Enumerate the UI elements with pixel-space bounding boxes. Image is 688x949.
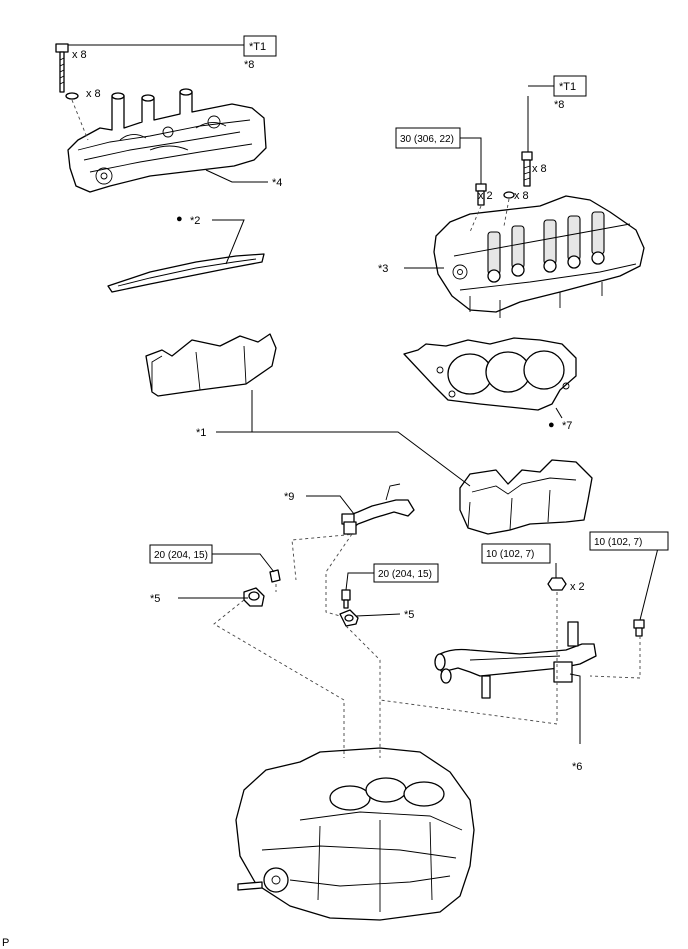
callout-4: *4 <box>272 177 282 189</box>
knock-sensor-right <box>339 609 359 627</box>
water-pipe-bolt <box>633 619 645 637</box>
left-head-bolt <box>55 43 69 93</box>
page-code: P <box>2 937 9 949</box>
t1-box-right: *T1 <box>559 81 576 93</box>
torque-pipe-bolt: 10 (102, 7) <box>594 537 642 548</box>
callout-8-left: *8 <box>244 59 254 71</box>
torque-knock-left: 20 (204, 15) <box>154 550 208 561</box>
right-cylinder-head <box>433 195 645 318</box>
qty-right-washer-8: x 8 <box>514 190 529 202</box>
callout-6: *6 <box>572 761 582 773</box>
callout-9: *9 <box>284 491 294 503</box>
qty-right-bolt-2: x 2 <box>478 190 493 202</box>
right-head-gasket <box>403 337 577 411</box>
callout-5-left: *5 <box>150 593 160 605</box>
knock-sensor-bolt-left <box>269 569 281 583</box>
callout-5-right: *5 <box>404 609 414 621</box>
right-head-bolt-long <box>521 151 533 187</box>
torque-knock-right: 20 (204, 15) <box>378 569 432 580</box>
callout-1: *1 <box>196 427 206 439</box>
cylinder-block <box>235 747 475 921</box>
water-pipe-nut <box>547 577 567 591</box>
torque-pipe-nut: 10 (102, 7) <box>486 549 534 560</box>
callout-3: *3 <box>378 263 388 275</box>
qty-left-washer: x 8 <box>86 88 101 100</box>
left-head-gasket <box>107 253 265 293</box>
qty-left-bolt: x 8 <box>72 49 87 61</box>
insulator-upper <box>145 333 277 397</box>
t1-box-left: *T1 <box>249 41 266 53</box>
callout-7: *7 <box>562 420 572 432</box>
non-reusable-dot-2: ● <box>176 213 183 225</box>
water-bypass-pipe <box>434 621 597 699</box>
callout-8-right: *8 <box>554 99 564 111</box>
knock-sensor-wire <box>341 483 415 535</box>
insulator-lower <box>459 459 593 535</box>
qty-right-bolt-8: x 8 <box>532 163 547 175</box>
left-cylinder-head <box>67 88 267 193</box>
torque-head-bolt: 30 (306, 22) <box>400 134 454 145</box>
knock-sensor-bolt-right <box>341 589 351 609</box>
left-head-washer <box>65 92 79 100</box>
callout-2: *2 <box>190 215 200 227</box>
qty-nut: x 2 <box>570 581 585 593</box>
right-head-washer <box>503 191 515 199</box>
knock-sensor-left <box>243 587 265 607</box>
non-reusable-dot-7: ● <box>548 419 555 431</box>
